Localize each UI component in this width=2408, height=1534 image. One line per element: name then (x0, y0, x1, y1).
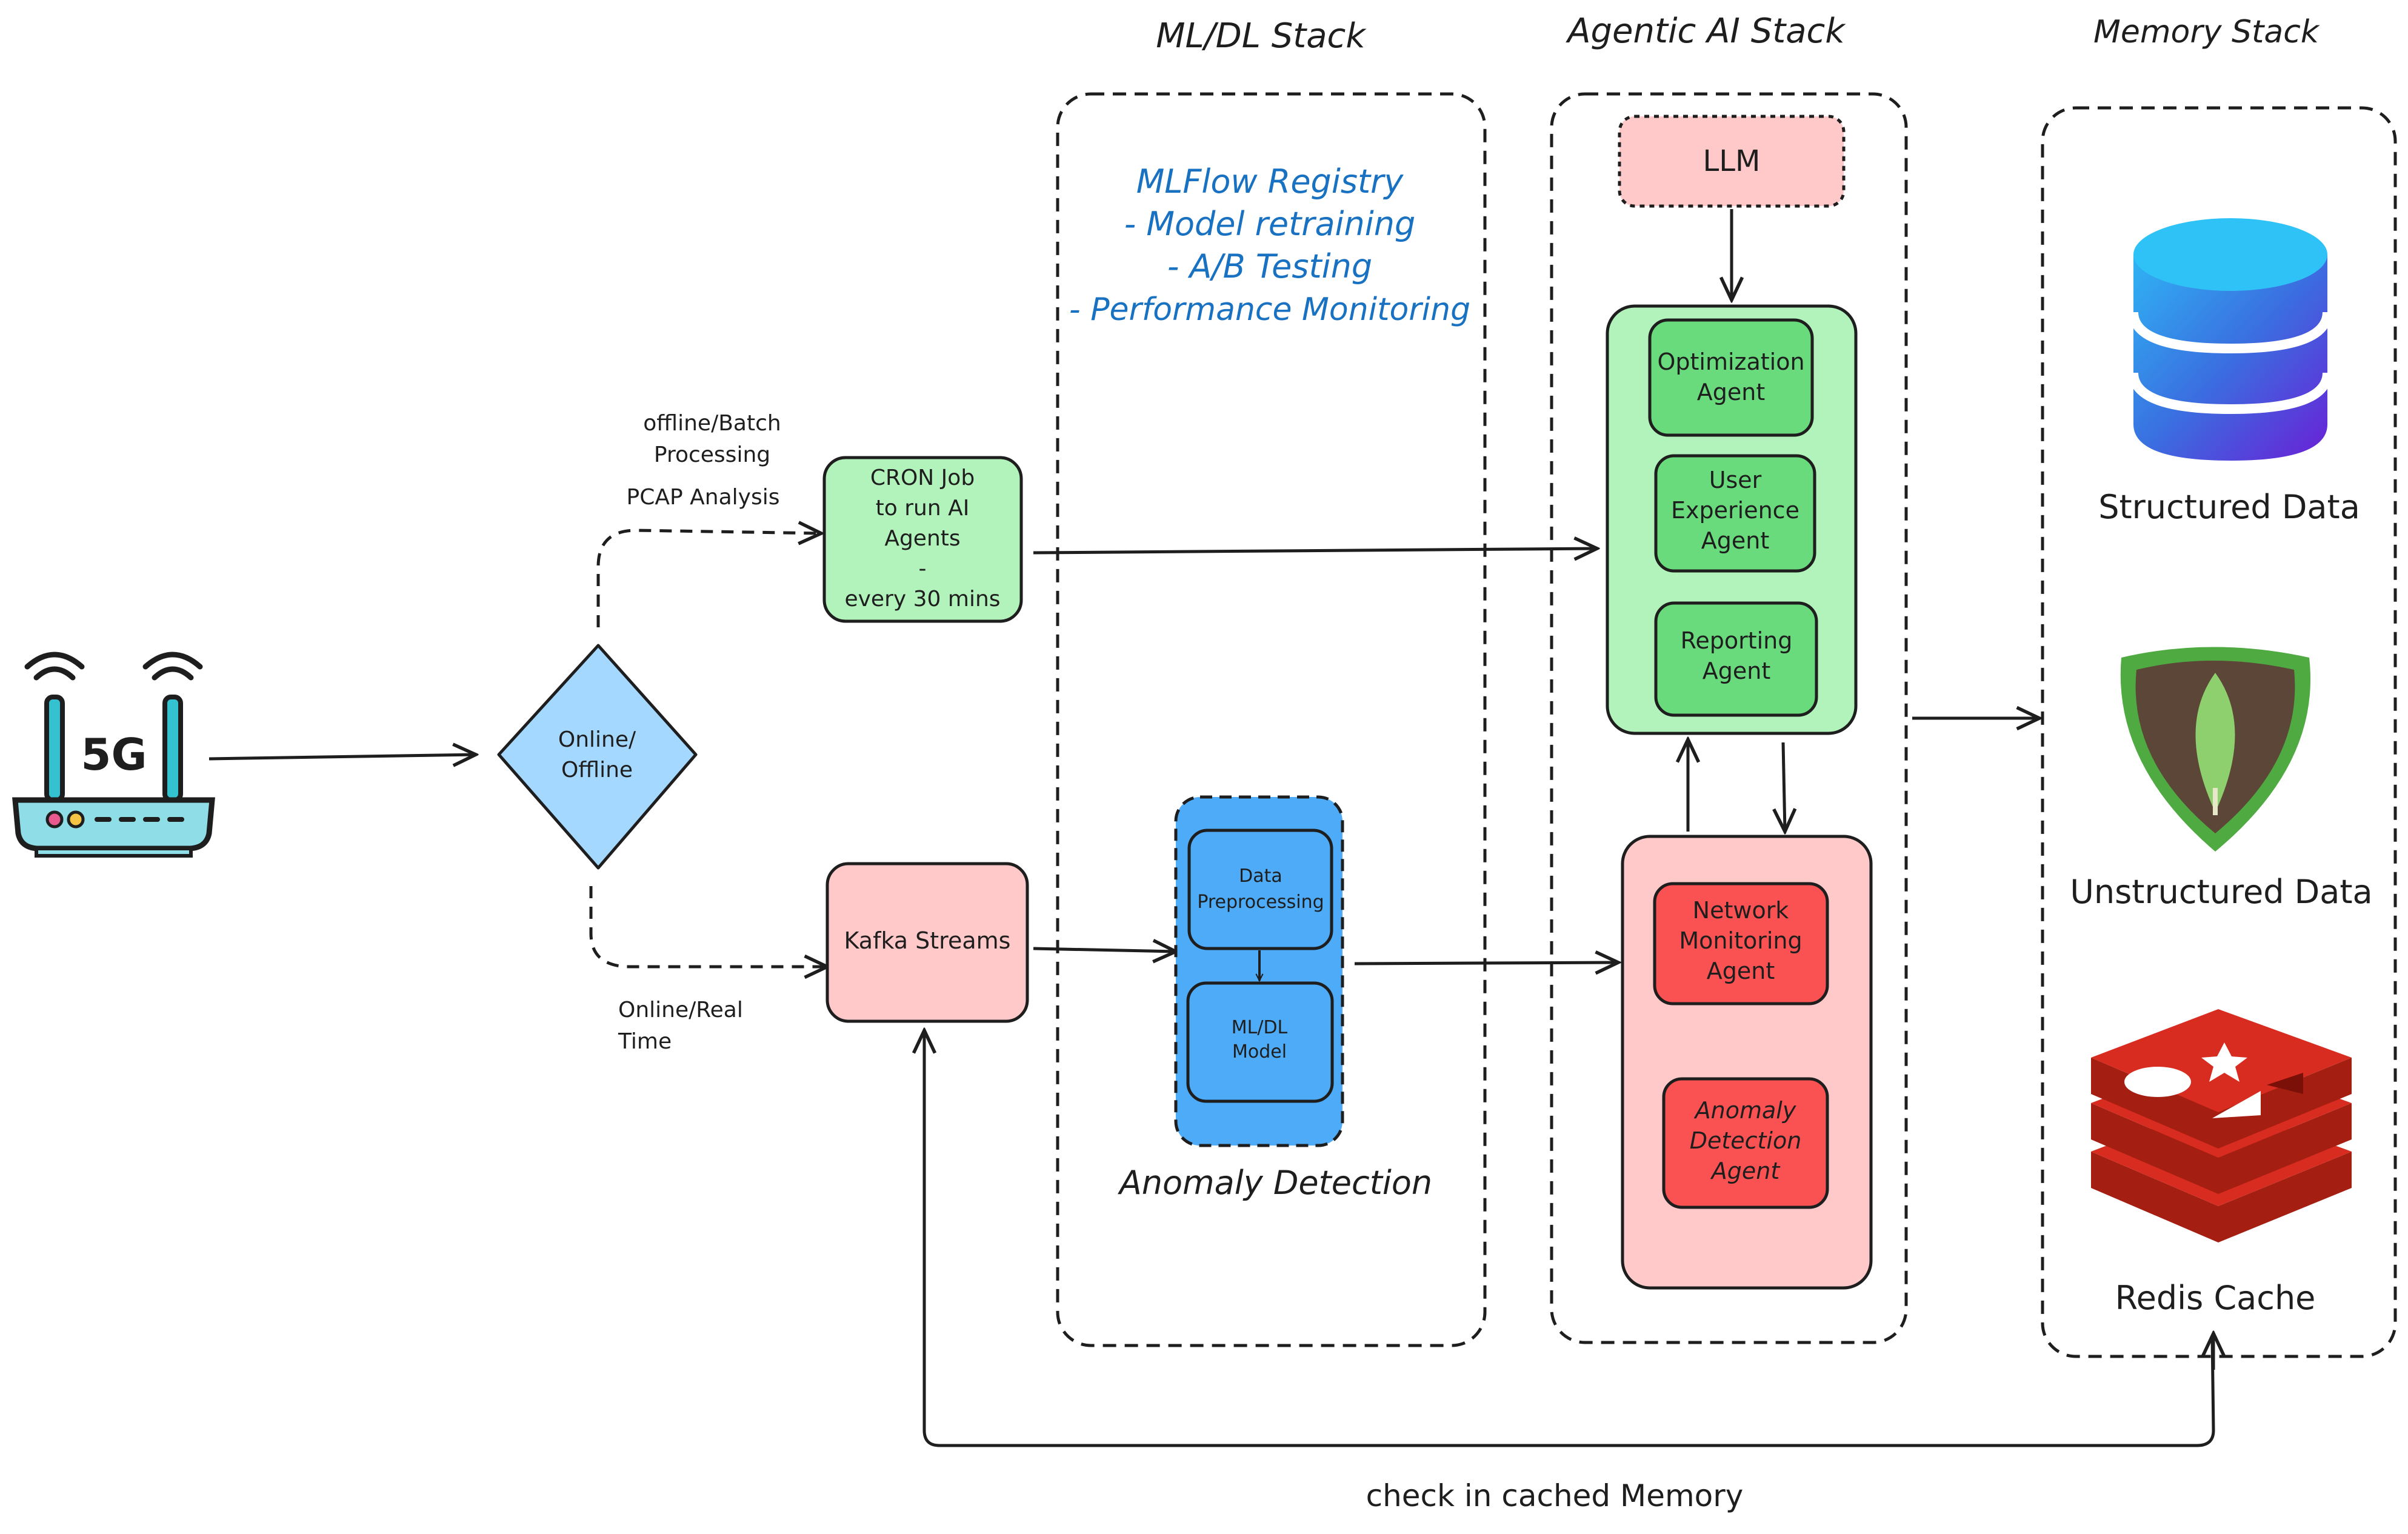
ml-stack-header: ML/DL Stack (1156, 16, 1367, 56)
network-label-1: Network (1693, 897, 1789, 924)
router-label: 5G (81, 729, 147, 780)
network-label-3: Agent (1707, 958, 1775, 984)
unstructured-data-label: Unstructured Data (2070, 873, 2372, 911)
memory-stack-header: Memory Stack (2093, 14, 2320, 50)
anomaly-detection-agent-box[interactable] (1662, 1077, 1829, 1209)
decision-to-kafka-arrow (589, 886, 827, 967)
anomaly-detection-label: Anomaly Detection (1118, 1164, 1432, 1202)
ux-label-2: Experience (1671, 497, 1799, 524)
cache-check-loop-arrow (924, 1030, 2215, 1447)
router-to-decision-arrow (208, 755, 476, 759)
cron-to-agents-arrow (1033, 549, 1597, 553)
model-label-1: ML/DL (1232, 1017, 1288, 1038)
reporting-agent-box[interactable] (1654, 601, 1818, 717)
kafka-label: Kafka Streams (844, 927, 1011, 954)
cron-label-2: to run AI (876, 496, 970, 521)
cron-job-box[interactable] (822, 456, 1023, 623)
anomaly-agent-label-2: Detection (1690, 1127, 1802, 1154)
agentic-stack-container (1550, 92, 1908, 1344)
anomaly-to-agents-arrow (1354, 962, 1618, 964)
mlflow-line-1: MLFlow Registry (1136, 162, 1404, 201)
network-label-2: Monitoring (1679, 927, 1802, 954)
network-monitoring-agent-box[interactable] (1653, 882, 1829, 1005)
ux-agent-box[interactable] (1654, 454, 1816, 573)
optimization-agent-box[interactable] (1648, 318, 1814, 437)
agentic-stack-header: Agentic AI Stack (1566, 12, 1846, 51)
preprocessing-label-2: Preprocessing (1197, 892, 1324, 913)
mlflow-line-4: - Performance Monitoring (1069, 292, 1470, 328)
ml-stack-container (1056, 92, 1487, 1347)
online-realtime-label-2: Time (618, 1029, 672, 1054)
offline-batch-label-1: offline/Batch (643, 411, 781, 436)
redis-icon (2091, 1009, 2352, 1242)
ml-dl-model-box[interactable] (1186, 981, 1334, 1103)
ux-label-3: Agent (1701, 527, 1769, 554)
decision-to-cron-arrow (596, 530, 821, 627)
kafka-streams-box[interactable] (825, 862, 1029, 1023)
online-realtime-label-1: Online/Real (618, 998, 743, 1022)
optimization-label-1: Optimization (1657, 348, 1804, 375)
ux-label-1: User (1709, 467, 1762, 493)
data-preprocessing-box[interactable] (1187, 829, 1333, 950)
database-icon (2129, 218, 2332, 461)
redis-cache-label: Redis Cache (2115, 1279, 2316, 1317)
decision-label-1: Online/ (558, 727, 636, 752)
structured-data-label: Structured Data (2098, 488, 2360, 526)
green-to-red-arrow (1783, 742, 1785, 832)
decision-label-2: Offline (561, 758, 633, 782)
preprocessing-label-1: Data (1239, 865, 1282, 887)
online-offline-decision[interactable] (497, 644, 698, 870)
mlflow-line-3: - A/B Testing (1167, 247, 1372, 285)
model-label-2: Model (1232, 1041, 1287, 1062)
llm-label: LLM (1703, 144, 1761, 178)
mlflow-line-2: - Model retraining (1124, 205, 1416, 243)
reporting-label-2: Agent (1703, 658, 1770, 684)
anomaly-agent-label-1: Anomaly (1693, 1097, 1796, 1124)
cron-label-1: CRON Job (870, 465, 975, 490)
mongodb-icon (2120, 647, 2311, 852)
pcap-analysis-label: PCAP Analysis (627, 485, 780, 510)
router-5g-icon (12, 652, 215, 858)
cron-label-4: - (919, 556, 927, 581)
cache-check-label: check in cached Memory (1366, 1478, 1744, 1513)
reporting-label-1: Reporting (1681, 627, 1793, 654)
kafka-to-anomaly-arrow (1033, 949, 1176, 952)
optimization-label-2: Agent (1697, 379, 1765, 405)
offline-batch-label-2: Processing (654, 442, 770, 467)
cron-label-3: Agents (884, 526, 960, 551)
llm-box[interactable] (1618, 115, 1846, 208)
anomaly-agent-label-3: Agent (1710, 1158, 1781, 1184)
cron-label-5: every 30 mins (844, 587, 1000, 612)
memory-stack-container (2041, 106, 2397, 1358)
